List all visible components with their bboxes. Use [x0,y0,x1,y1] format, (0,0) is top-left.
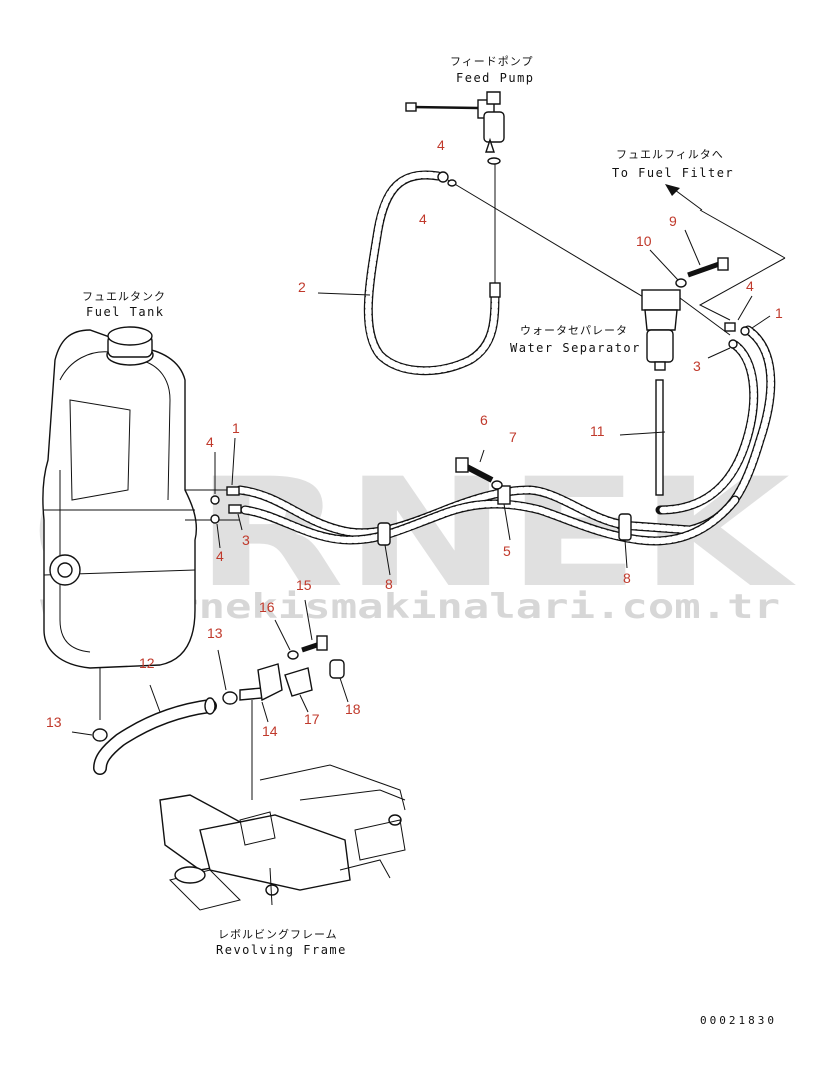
revolving-frame-label-jp: レボルビングフレーム [218,927,338,941]
callout-9: 9 [669,213,677,229]
callout-6: 6 [480,412,488,428]
to-fuel-filter-line [665,184,786,321]
revolving-frame-label-en: Revolving Frame [216,943,347,957]
callout-4d: 4 [206,434,214,450]
fuel-filter-label-jp: フュエルフィルタへ [616,148,724,161]
callout-17: 17 [304,711,320,727]
feed-pump [405,91,505,285]
callout-4a: 4 [437,137,445,153]
callout-2: 2 [298,279,306,295]
callout-4e: 4 [216,548,224,564]
callout-13b: 13 [46,714,62,730]
bolt-9 [649,229,729,288]
callout-16: 16 [259,599,275,615]
fuel-tank-label-en: Fuel Tank [86,305,165,319]
callout-11: 11 [590,423,605,439]
callout-8b: 8 [623,570,631,586]
callout-4c: 4 [746,278,754,294]
callout-18: 18 [345,701,361,717]
revolving-frame [159,764,406,911]
water-separator-label-en: Water Separator [510,341,641,355]
callout-5: 5 [503,543,511,559]
fuel-tank [42,326,240,720]
water-separator [619,289,731,496]
small-parts [217,599,349,800]
callout-1b: 1 [232,420,240,436]
drawing-code: 00021830 [700,1014,777,1027]
callout-1a: 1 [775,305,783,321]
callout-14: 14 [262,723,278,739]
hose-middle [235,485,740,576]
callout-15: 15 [296,577,312,593]
callout-8a: 8 [385,576,393,592]
feed-pump-label-jp: フィードポンプ [450,55,533,68]
hose-2 [363,170,646,376]
callout-13a: 13 [207,625,223,641]
fuel-filter-label-en: To Fuel Filter [612,166,734,180]
callout-3a: 3 [693,358,701,374]
leader-lines [214,292,771,549]
callout-7: 7 [509,429,517,445]
drain-hose-12 [71,684,217,775]
bolt-6 [455,449,503,490]
callout-3b: 3 [242,532,250,548]
callouts: 4 4 9 10 2 4 1 3 11 1 4 6 7 3 4 5 8 8 15… [46,137,783,739]
feed-pump-label-en: Feed Pump [456,71,535,85]
callout-4b: 4 [419,211,427,227]
callout-10: 10 [636,233,652,249]
water-separator-label-jp: ウォータセパレータ [520,324,628,337]
fuel-tank-label-jp: フュエルタンク [82,290,166,303]
callout-12: 12 [139,655,155,671]
